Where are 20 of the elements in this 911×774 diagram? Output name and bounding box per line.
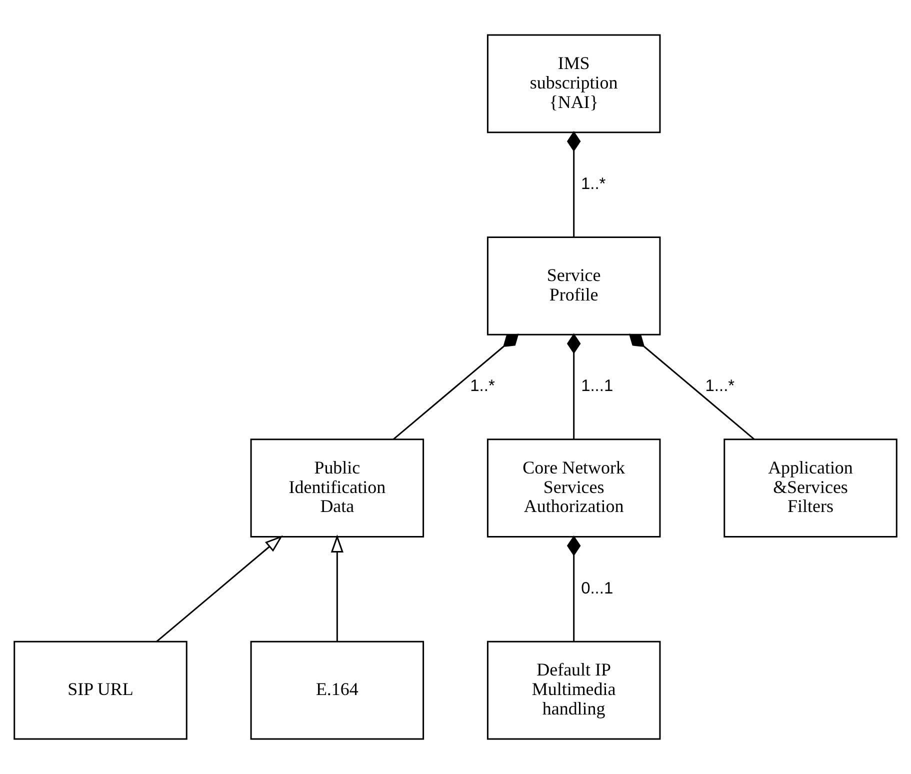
node-box: IMS subscription {NAI} — [486, 34, 661, 134]
node-box: E.164 — [250, 640, 424, 740]
node-box: Service Profile — [486, 236, 661, 336]
connector — [392, 334, 519, 440]
node-box: Default IP Multimedia handling — [486, 640, 661, 740]
arrow — [330, 534, 344, 642]
connector — [566, 535, 581, 642]
node-box: Core Network Services Authorization — [486, 438, 661, 538]
connector — [566, 131, 581, 237]
node-box: Application &Services Filters — [724, 438, 898, 538]
connector — [628, 334, 755, 440]
node-box: Public Identification Data — [250, 438, 424, 538]
arrow — [156, 535, 283, 642]
edge-label: 1...* — [705, 377, 735, 396]
edge-label: 0...1 — [581, 579, 614, 598]
edge-label: 1..* — [580, 174, 606, 193]
edge-label: 1...1 — [581, 377, 614, 396]
edge-label: 1..* — [470, 377, 495, 396]
connector — [566, 333, 581, 440]
node-box: SIP URL — [14, 640, 188, 740]
